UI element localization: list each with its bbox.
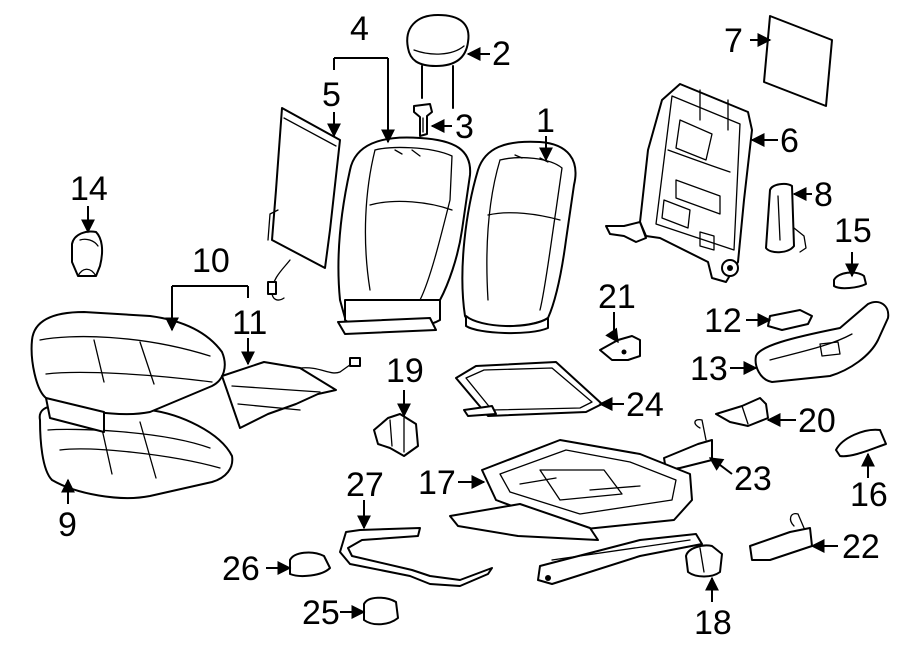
part-headrest[interactable] <box>406 14 470 109</box>
part-knob-15[interactable] <box>833 271 867 290</box>
part-cap[interactable] <box>71 230 104 277</box>
callout-5: 5 <box>322 76 341 114</box>
callout-9: 9 <box>58 506 77 544</box>
callout-15: 15 <box>834 212 872 250</box>
callout-14: 14 <box>70 170 108 208</box>
callout-19: 19 <box>386 352 424 390</box>
part-seat-frame-assembly[interactable] <box>449 439 703 585</box>
part-cushion-heater[interactable] <box>221 357 361 429</box>
callout-11: 11 <box>232 304 267 342</box>
part-side-trim-12[interactable] <box>767 309 813 331</box>
callout-7: 7 <box>724 22 743 60</box>
callout-22: 22 <box>842 528 880 566</box>
callout-16: 16 <box>850 476 888 514</box>
part-seat-pan[interactable] <box>455 361 603 417</box>
part-wire-27[interactable] <box>339 527 493 587</box>
callout-10: 10 <box>192 242 230 280</box>
callout-23: 23 <box>734 460 772 498</box>
part-bracket-23[interactable] <box>663 418 713 471</box>
callout-13: 13 <box>690 350 728 388</box>
part-block-18[interactable] <box>685 544 723 578</box>
callout-21: 21 <box>598 278 636 316</box>
callout-20: 20 <box>798 402 836 440</box>
part-bracket-19[interactable] <box>373 413 419 457</box>
part-seatback-pad[interactable] <box>267 107 341 301</box>
part-seat-cushion-cover[interactable] <box>30 311 226 433</box>
callout-6: 6 <box>780 122 799 160</box>
part-seatback-frame[interactable] <box>605 83 753 283</box>
part-side-shield[interactable] <box>754 300 890 383</box>
callout-24: 24 <box>626 386 664 424</box>
part-foot-cover-26[interactable] <box>289 551 331 577</box>
part-headrest-support[interactable] <box>413 103 433 137</box>
callout-17: 17 <box>418 464 456 502</box>
part-rail-bracket[interactable] <box>749 513 813 561</box>
callout-1: 1 <box>536 102 555 140</box>
part-label-sheet[interactable] <box>763 15 833 107</box>
callout-25: 25 <box>302 594 340 632</box>
callout-26: 26 <box>222 550 260 588</box>
part-seatback-assembly[interactable] <box>461 140 577 335</box>
callout-4: 4 <box>350 10 369 48</box>
part-lever-20[interactable] <box>715 397 769 427</box>
part-knob-16[interactable] <box>835 428 887 458</box>
part-foot-cover-25[interactable] <box>363 596 399 626</box>
part-side-module[interactable] <box>765 182 807 254</box>
part-bracket-21[interactable] <box>599 335 641 361</box>
part-seatback-cover[interactable] <box>337 136 472 335</box>
callout-2: 2 <box>492 35 511 73</box>
callout-12: 12 <box>704 302 742 340</box>
callout-18: 18 <box>694 604 732 642</box>
leader-lines <box>61 33 875 619</box>
callout-27: 27 <box>346 466 384 504</box>
callout-labels: 1 2 3 4 5 6 7 8 9 10 11 12 13 14 15 16 1… <box>58 10 888 642</box>
callout-8: 8 <box>814 176 833 214</box>
callout-3: 3 <box>455 108 474 146</box>
